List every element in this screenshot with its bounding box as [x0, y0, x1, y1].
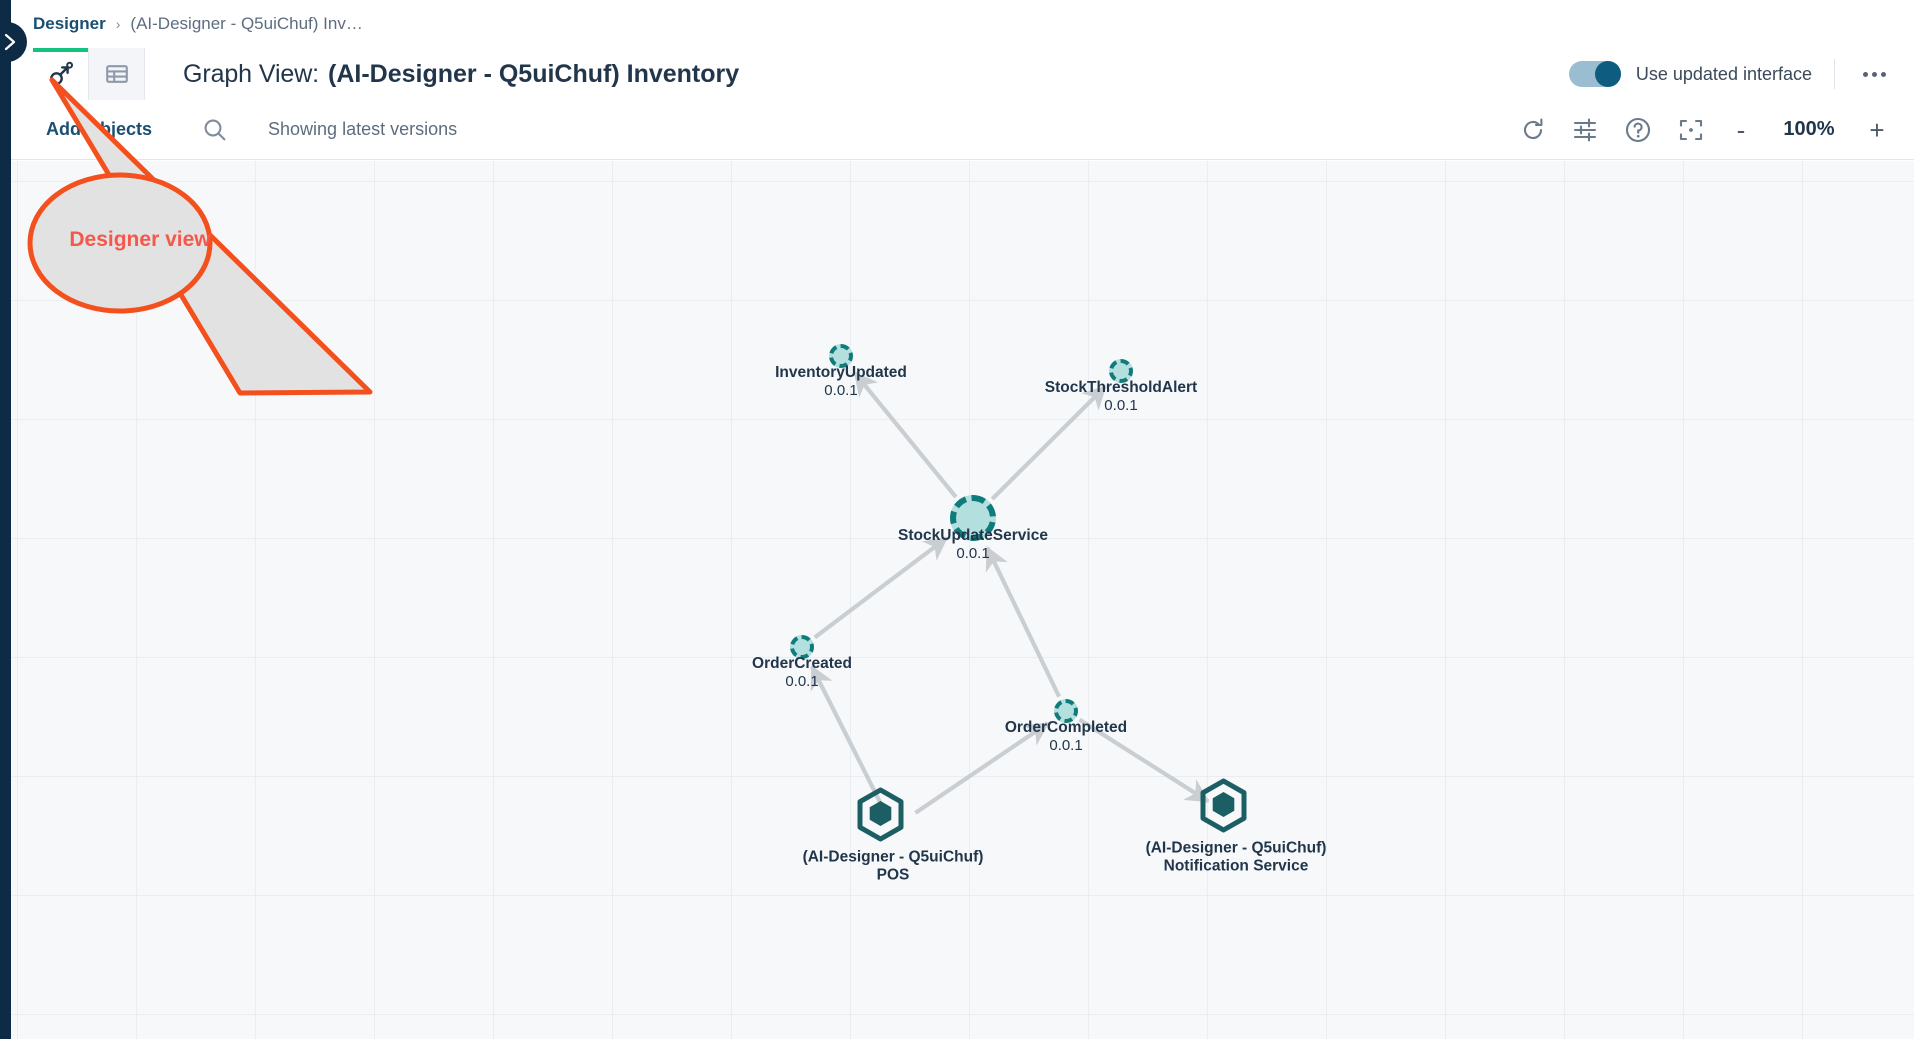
node-label-line: Notification Service [1163, 857, 1309, 875]
tab-table-view[interactable] [89, 48, 145, 100]
node-label-line: POS [876, 866, 910, 884]
node-label-line: (AI-Designer - Q5uiChuf) [802, 848, 984, 866]
graph-edge [853, 371, 958, 499]
node-label-line: StockUpdateService [898, 527, 1048, 544]
node-label-line: InventoryUpdated [775, 364, 907, 381]
toggle-label: Use updated interface [1635, 63, 1812, 84]
view-tabs [33, 48, 145, 100]
kebab-dot [1872, 71, 1877, 77]
kebab-dot [1881, 71, 1886, 77]
refresh-button[interactable] [1520, 117, 1546, 143]
graph-edge [1078, 717, 1210, 804]
header-divider [1834, 59, 1835, 89]
zoom-level-label: 100% [1783, 118, 1835, 140]
zoom-in-button[interactable]: + [1869, 114, 1885, 145]
showing-versions-label: Showing latest versions [268, 119, 458, 139]
graph-toolbar: Add Objects Showing latest versions [0, 100, 1914, 160]
graph-node-notificationService[interactable]: (AI-Designer - Q5uiChuf)Notification Ser… [1146, 778, 1326, 875]
graph-node-pos[interactable]: (AI-Designer - Q5uiChuf)POS [803, 787, 983, 884]
event-node-circle [1054, 699, 1078, 723]
use-updated-interface-toggle[interactable]: Use updated interface [1568, 61, 1812, 87]
add-objects-button[interactable]: Add Objects [46, 119, 153, 139]
graph-edge [914, 721, 1050, 815]
fit-to-screen-button[interactable] [1678, 117, 1704, 143]
event-node-circle [1109, 359, 1133, 383]
toggle-knob [1594, 61, 1621, 87]
graph-icon [49, 61, 73, 85]
expand-sidebar-button[interactable] [0, 22, 27, 62]
breadcrumb-current-item: (AI-Designer - Q5uiChuf) Inv… [130, 14, 363, 33]
breadcrumb-designer-link[interactable]: Designer [33, 14, 106, 33]
breadcrumb: Designer › (AI-Designer - Q5uiChuf) Inv… [0, 0, 1914, 48]
hexagon-service-icon [857, 787, 904, 842]
search-icon [204, 119, 226, 140]
breadcrumb-separator: › [115, 16, 121, 32]
node-label: (AI-Designer - Q5uiChuf)Notification Ser… [1146, 840, 1327, 876]
hexagon-service-icon [1200, 778, 1247, 833]
event-node-circle [950, 495, 996, 541]
page-title-lead: Graph View: [183, 59, 320, 88]
node-version: 0.0.1 [956, 545, 990, 563]
help-button[interactable] [1624, 116, 1652, 144]
event-node-circle [829, 344, 853, 368]
node-label-line: OrderCreated [752, 655, 852, 672]
page-title: Graph View: (AI-Designer - Q5uiChuf) Inv… [183, 48, 739, 100]
node-label-line: OrderCompleted [1004, 719, 1128, 736]
graph-edge [813, 536, 949, 640]
settings-button[interactable] [1572, 117, 1598, 143]
page-header: Graph View: (AI-Designer - Q5uiChuf) Inv… [0, 48, 1914, 100]
node-label-line: (AI-Designer - Q5uiChuf) [1145, 839, 1327, 857]
chevron-right-icon [4, 33, 15, 51]
node-label: (AI-Designer - Q5uiChuf)POS [803, 849, 984, 885]
node-version: 0.0.1 [824, 382, 858, 400]
focus-target-icon [1679, 119, 1703, 140]
node-version: 0.0.1 [785, 673, 819, 691]
search-button[interactable] [202, 117, 228, 143]
zoom-out-button[interactable]: - [1736, 114, 1746, 145]
node-version: 0.0.1 [1104, 397, 1138, 415]
more-options-button[interactable] [1857, 64, 1892, 85]
tab-graph-view[interactable] [33, 48, 89, 100]
node-version: 0.0.1 [1049, 737, 1083, 755]
header-actions: Use updated interface [1568, 48, 1914, 100]
table-icon [105, 65, 128, 83]
event-node-circle [790, 635, 814, 659]
node-label-line: StockThresholdAlert [1044, 379, 1198, 396]
refresh-icon [1523, 118, 1543, 139]
left-nav-rail [0, 0, 27, 1039]
question-circle-icon [1625, 117, 1651, 142]
sliders-icon [1573, 118, 1597, 141]
toggle-switch[interactable] [1568, 61, 1621, 87]
page-title-name: (AI-Designer - Q5uiChuf) Inventory [328, 59, 740, 88]
graph-edge [810, 665, 883, 805]
graph-edge [990, 385, 1107, 501]
kebab-dot [1863, 71, 1868, 77]
graph-edges [810, 371, 1210, 815]
toolbar-tools: - 100% + [1520, 116, 1914, 144]
graph-edge [985, 546, 1061, 698]
